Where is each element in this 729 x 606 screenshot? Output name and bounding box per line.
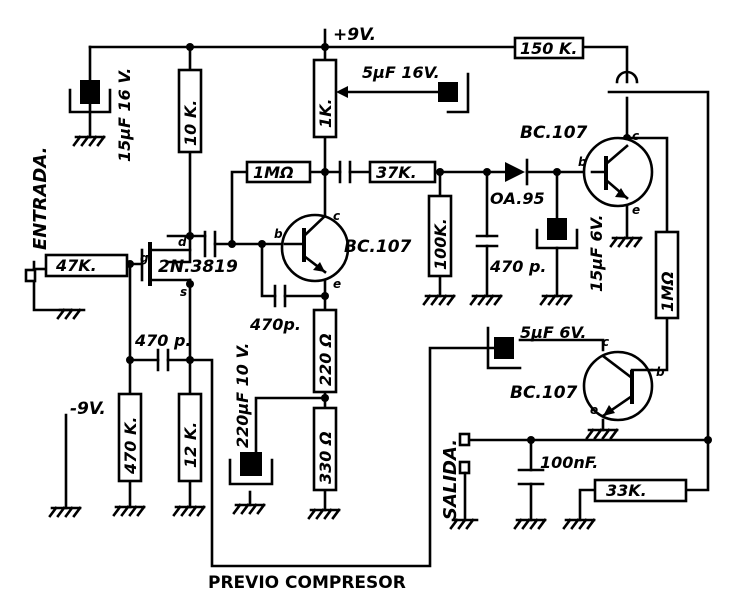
svg-text:10 K.: 10 K. bbox=[181, 100, 200, 146]
svg-text:b: b bbox=[578, 155, 587, 169]
electrolytic-5uf-low: 5μF 6V. bbox=[486, 323, 587, 370]
svg-text:d: d bbox=[178, 235, 187, 249]
svg-text:2N.3819: 2N.3819 bbox=[158, 257, 238, 277]
resistor-1meg-right: 1MΩ bbox=[654, 230, 680, 320]
svg-text:c: c bbox=[333, 209, 340, 223]
svg-text:100nF.: 100nF. bbox=[540, 453, 598, 472]
resistor-37k: 37K. bbox=[368, 160, 437, 184]
resistor-12k: 12 K. bbox=[177, 392, 203, 483]
svg-text:1K.: 1K. bbox=[316, 98, 335, 128]
resistor-470k: 470 K. bbox=[117, 392, 143, 483]
svg-text:b: b bbox=[656, 365, 665, 379]
svg-text:b: b bbox=[274, 227, 283, 241]
svg-text:e: e bbox=[632, 203, 640, 217]
output-terminal bbox=[449, 432, 479, 530]
svg-text:100K.: 100K. bbox=[431, 218, 450, 270]
supply-positive-label: +9V. bbox=[333, 25, 376, 45]
svg-text:e: e bbox=[333, 277, 341, 291]
svg-text:470 K.: 470 K. bbox=[121, 417, 140, 475]
svg-text:BC.107: BC.107 bbox=[510, 383, 578, 403]
electrolytic-15uf-left: 15μF 16 V. bbox=[68, 68, 134, 162]
svg-text:220 Ω: 220 Ω bbox=[316, 333, 335, 386]
svg-text:1MΩ: 1MΩ bbox=[253, 163, 294, 182]
svg-text:470 p.: 470 p. bbox=[489, 257, 547, 276]
svg-text:5μF 16V.: 5μF 16V. bbox=[362, 63, 440, 82]
svg-text:15μF 6V.: 15μF 6V. bbox=[587, 214, 606, 292]
transistor-q2: b c e BC.107 bbox=[520, 123, 654, 217]
svg-text:330 Ω: 330 Ω bbox=[316, 431, 335, 484]
ground-symbols bbox=[48, 135, 643, 530]
resistor-1k-pot: 1K. bbox=[312, 58, 348, 139]
resistor-1meg-feedback: 1MΩ bbox=[245, 160, 312, 184]
capacitor-470p-source: 470 p. bbox=[134, 331, 192, 372]
supply-negative-label: -9V. bbox=[70, 399, 106, 419]
capacitor-470p-filter: 470 p. bbox=[475, 234, 547, 276]
svg-text:150 K.: 150 K. bbox=[520, 39, 577, 58]
capacitor-gate-coupling bbox=[203, 230, 217, 258]
wires bbox=[32, 28, 710, 568]
resistor-100k: 100K. bbox=[427, 194, 453, 278]
svg-text:g: g bbox=[140, 251, 149, 265]
svg-text:15μF 16 V.: 15μF 16 V. bbox=[115, 68, 134, 162]
resistor-10k: 10 K. bbox=[177, 68, 203, 154]
wire-crossover bbox=[615, 70, 639, 84]
svg-text:c: c bbox=[602, 335, 609, 349]
diode-oa95: OA.95 bbox=[490, 158, 545, 208]
transistor-q3: c b e BC.107 bbox=[510, 335, 665, 422]
schematic-title: PREVIO COMPRESOR bbox=[208, 573, 406, 593]
svg-text:c: c bbox=[632, 129, 639, 143]
resistor-330-ohm: 330 Ω bbox=[312, 406, 338, 492]
svg-text:BC.107: BC.107 bbox=[344, 237, 412, 257]
capacitor-100nf: 100nF. bbox=[517, 453, 598, 486]
svg-text:5μF 6V.: 5μF 6V. bbox=[520, 323, 587, 342]
svg-text:470 p.: 470 p. bbox=[134, 331, 192, 350]
svg-text:470p.: 470p. bbox=[249, 315, 301, 334]
resistor-33k: 33K. bbox=[593, 478, 688, 503]
svg-text:1MΩ: 1MΩ bbox=[658, 271, 677, 312]
electrolytic-220uf: 220μF 10 V. bbox=[228, 343, 274, 486]
electrolytic-5uf-top: 5μF 16V. bbox=[362, 63, 470, 114]
svg-text:s: s bbox=[180, 285, 187, 299]
transistor-q1: b c e BC.107 bbox=[274, 209, 412, 291]
fet-2n3819: d s g 2N.3819 bbox=[140, 235, 238, 299]
svg-text:47K.: 47K. bbox=[55, 256, 97, 275]
resistor-47k: 47K. bbox=[44, 253, 129, 278]
svg-text:37K.: 37K. bbox=[376, 163, 417, 182]
electrolytic-15uf-right: 15μF 6V. bbox=[535, 214, 606, 292]
capacitor-470p-base: 470p. bbox=[249, 284, 301, 334]
svg-text:BC.107: BC.107 bbox=[520, 123, 588, 143]
svg-text:OA.95: OA.95 bbox=[490, 189, 545, 208]
capacitor-feedback bbox=[338, 160, 352, 184]
svg-text:33K.: 33K. bbox=[606, 481, 647, 500]
svg-text:12 K.: 12 K. bbox=[181, 422, 200, 468]
svg-text:e: e bbox=[590, 403, 598, 417]
input-label: ENTRADA. bbox=[30, 147, 51, 250]
output-label: SALIDA. bbox=[440, 439, 461, 520]
resistor-150k: 150 K. bbox=[513, 36, 585, 60]
input-terminal bbox=[24, 268, 37, 283]
resistor-220-ohm: 220 Ω bbox=[312, 308, 338, 394]
svg-text:220μF 10 V.: 220μF 10 V. bbox=[233, 343, 252, 448]
